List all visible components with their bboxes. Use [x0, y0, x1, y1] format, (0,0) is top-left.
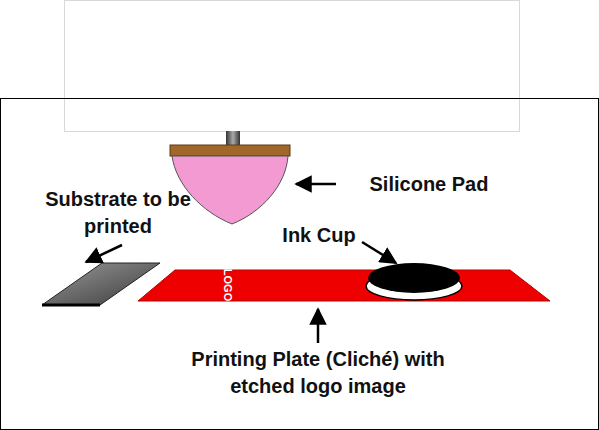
part-label: Ink Cup — [264, 222, 374, 249]
part-label: Printing Plate (Cliché) with etched logo… — [180, 346, 456, 400]
leader-arrow — [362, 242, 396, 263]
top-panel — [65, 1, 520, 132]
leader-arrow — [86, 245, 122, 262]
logo-text: LOGO — [222, 269, 234, 301]
substrate-edge — [42, 304, 100, 307]
leader-arrow — [317, 309, 320, 343]
pad-stem — [226, 131, 240, 145]
frame — [1, 99, 599, 430]
etched-logo: LOGO — [222, 269, 234, 301]
part-label: Silicone Pad — [344, 171, 514, 198]
part-label: Substrate to be printed — [38, 186, 198, 240]
printing-plate — [138, 270, 550, 301]
leader-arrow — [296, 183, 336, 186]
pad-holder — [170, 145, 290, 156]
ink-cup — [368, 263, 460, 293]
